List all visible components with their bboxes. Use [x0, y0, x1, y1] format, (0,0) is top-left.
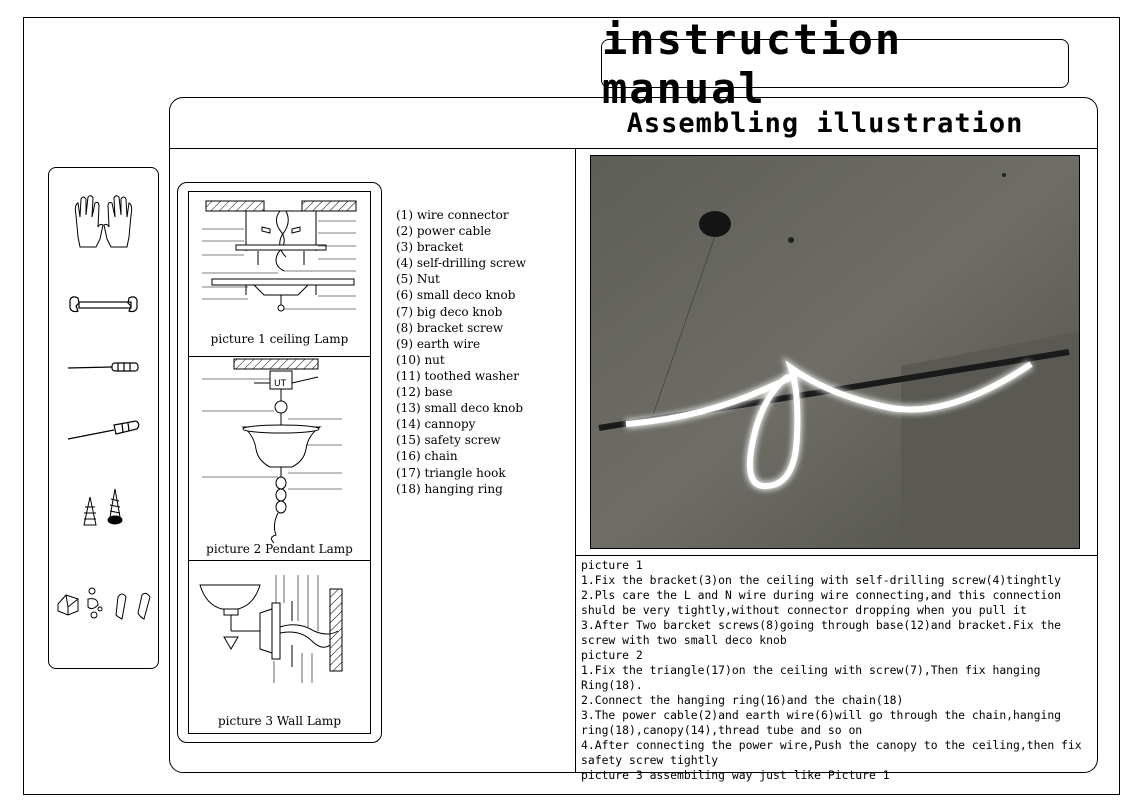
tools-panel: [48, 167, 159, 669]
section-subtitle: Assembling illustration: [626, 108, 1024, 139]
page-frame: [23, 17, 1120, 795]
screwdriver-phillips-icon: [67, 362, 139, 372]
list-item: (11) toothed washer: [396, 368, 520, 383]
title-box: instruction manual: [601, 15, 1069, 113]
instruction-step: 1.Fix the bracket(3)on the ceiling with …: [581, 573, 1062, 587]
divider-vertical: [575, 148, 576, 772]
instruction-step: 2.Pls care the L and N wire during wire …: [581, 588, 1068, 617]
list-item: (1) wire connector: [396, 208, 509, 222]
list-item: (6) small deco knob: [396, 288, 516, 303]
instruction-step: 1.Fix the triangle(17)on the ceiling wit…: [581, 663, 1048, 692]
list-item: (4) self-drilling screw: [396, 256, 526, 271]
product-photo: [590, 155, 1080, 549]
list-item: (8) bracket screw: [396, 320, 504, 335]
parts-list: (1) wire connector (2) power cable (3) b…: [396, 207, 526, 497]
list-item: (16) chain: [396, 449, 458, 464]
instruction-heading: picture 3 assembiling way just like Pict…: [581, 768, 890, 782]
diagram-divider-2: [188, 560, 371, 561]
list-item: (2) power cable: [396, 224, 492, 239]
list-item: (17) triangle hook: [396, 465, 506, 480]
diagram-divider-1: [188, 356, 371, 357]
divider-photo: [576, 555, 1097, 556]
divider-top: [170, 148, 1097, 149]
list-item: (12) base: [396, 385, 453, 400]
ceiling-lamp-diagram: [202, 200, 357, 312]
list-item: (15) safety screw: [396, 433, 501, 448]
wrench-icon: [69, 296, 138, 313]
lamp-photo-image: [591, 156, 1079, 548]
hardware-kit-icon: [57, 587, 151, 620]
screwdriver-flat-icon: [67, 420, 140, 440]
screws-anchors-icon: [83, 488, 123, 526]
list-item: (9) earth wire: [396, 336, 481, 351]
page-title: instruction manual: [602, 14, 903, 113]
list-item: (7) big deco knob: [396, 304, 503, 319]
diagram-panel: [188, 191, 371, 734]
caption-ceiling-lamp: picture 1 ceiling Lamp: [210, 332, 349, 346]
tools-icons: [57, 195, 151, 620]
instructions: picture 1 1.Fix the bracket(3)on the cei…: [581, 558, 1093, 783]
instruction-heading: picture 1: [581, 558, 643, 572]
list-item: (14) cannopy: [396, 417, 476, 432]
svg-text:UT: UT: [274, 379, 287, 389]
list-item: (18) hanging ring: [396, 481, 503, 496]
pendant-lamp-diagram: UT: [202, 358, 342, 544]
list-item: (10) nut: [396, 352, 445, 367]
list-item: (5) Nut: [396, 272, 440, 287]
instruction-step: 3.The power cable(2)and earth wire(6)wil…: [581, 708, 1068, 737]
instruction-step: 3.After Two barcket screws(8)going throu…: [581, 618, 1068, 647]
instruction-step: 2.Connect the hanging ring(16)and the ch…: [581, 693, 904, 707]
instruction-heading: picture 2: [581, 648, 643, 662]
list-item: (13) small deco knob: [396, 401, 524, 416]
diagram-panel-outer: [177, 182, 382, 743]
content-frame: [169, 97, 1098, 773]
instruction-step: 4.After connecting the power wire,Push t…: [581, 738, 1089, 767]
gloves-icon: [74, 195, 133, 248]
caption-pendant-lamp: picture 2 Pendant Lamp: [206, 542, 353, 556]
list-item: (3) bracket: [396, 240, 464, 255]
caption-wall-lamp: picture 3 Wall Lamp: [217, 714, 341, 728]
wall-lamp-diagram: [199, 575, 343, 683]
